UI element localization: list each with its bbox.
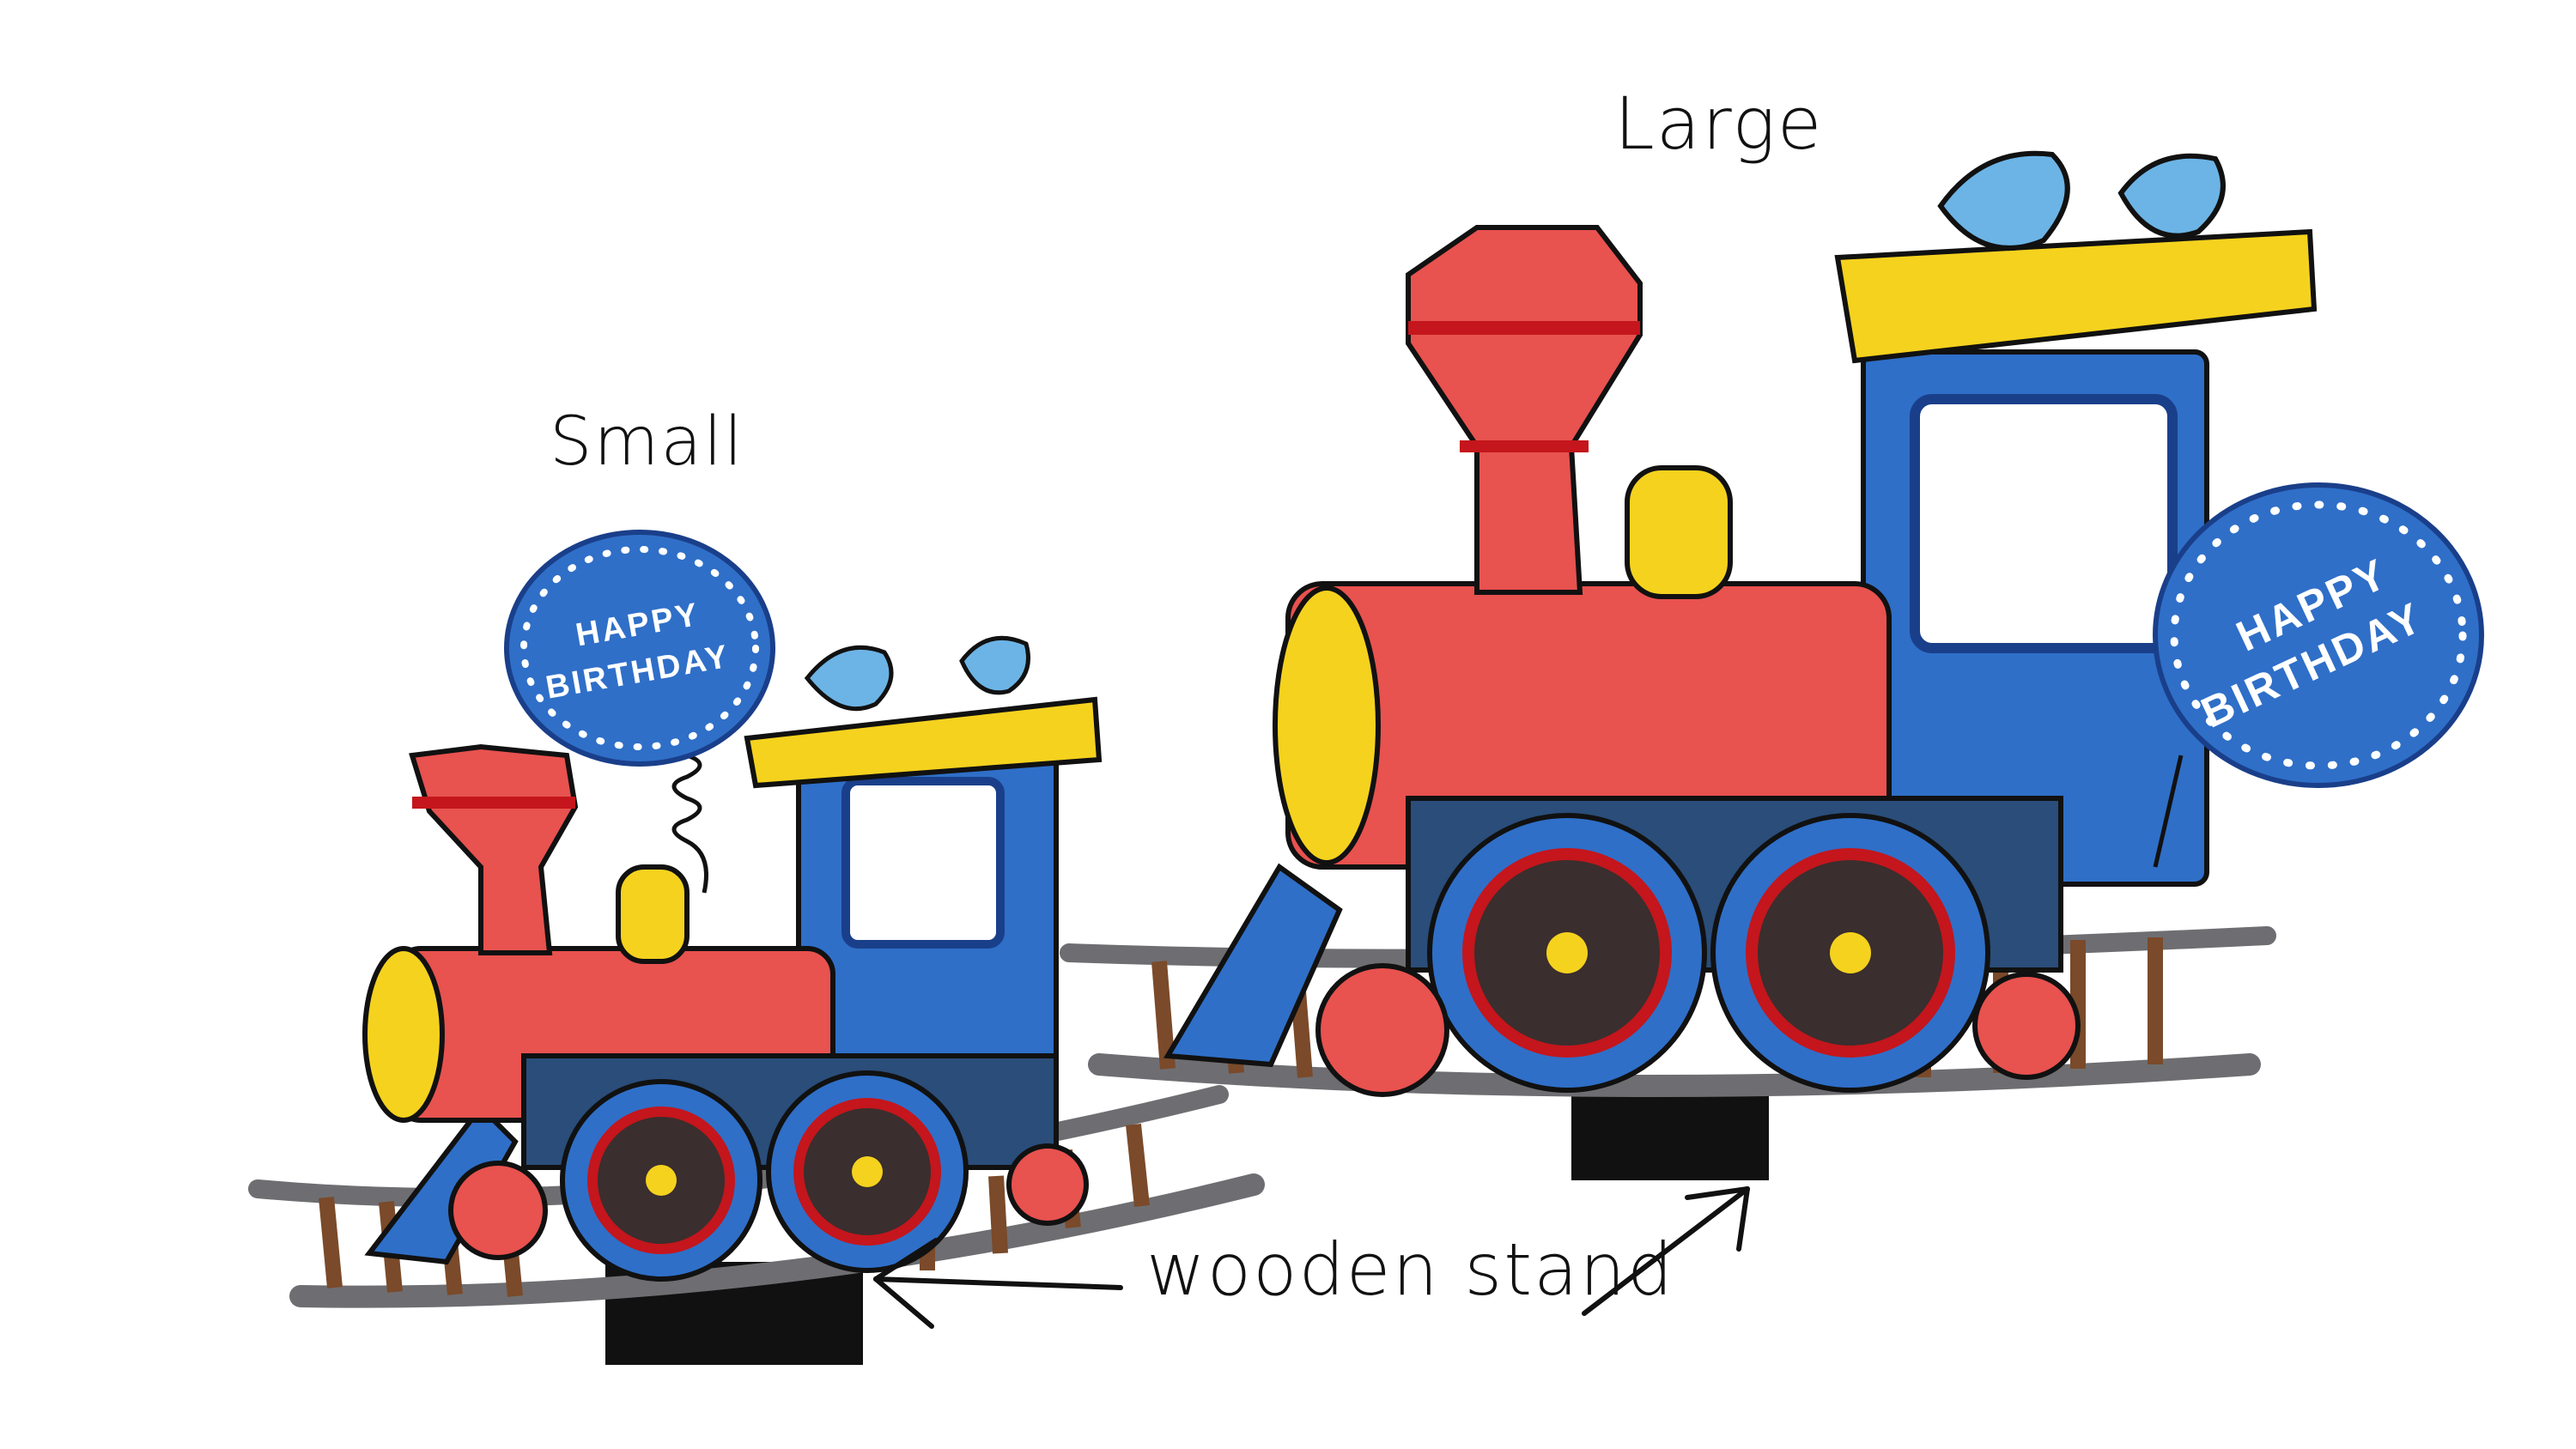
- arrow-to-large-stand: [1582, 1186, 1750, 1316]
- large-wheel-1: [1427, 813, 1707, 1093]
- small-train: HAPPY BIRTHDAY: [248, 530, 1265, 1365]
- label-small: Small: [550, 403, 744, 481]
- large-cab-window: [1910, 394, 2178, 653]
- small-cow-catcher: [364, 1103, 519, 1265]
- label-large: Large: [1614, 82, 1824, 166]
- small-wheel-1: [560, 1079, 762, 1282]
- small-bird-1: [804, 645, 894, 712]
- large-cow-catcher: [1163, 863, 1343, 1068]
- small-dome: [616, 864, 690, 964]
- large-rear-wheel: [1972, 972, 2081, 1080]
- small-boiler-front: [362, 946, 445, 1123]
- small-cab-window: [841, 777, 1005, 949]
- large-bird-1: [1937, 150, 2070, 251]
- large-dome: [1625, 465, 1733, 599]
- small-birthday-badge: HAPPY BIRTHDAY: [504, 530, 775, 767]
- large-front-wheel: [1315, 963, 1449, 1097]
- large-bird-2: [2117, 153, 2226, 239]
- small-front-wheel: [448, 1161, 548, 1260]
- large-boiler-front: [1273, 585, 1381, 865]
- large-wooden-stand: [1571, 1094, 1769, 1180]
- large-badge-stick: [2153, 755, 2184, 868]
- arrow-to-small-stand: [873, 1238, 1123, 1329]
- small-cab-roof: [744, 696, 1103, 789]
- large-birthday-badge: HAPPY BIRTHDAY: [2153, 482, 2484, 788]
- small-chimney: [409, 743, 579, 955]
- large-chimney: [1406, 225, 1643, 595]
- small-wheel-2: [766, 1070, 969, 1273]
- small-badge-spring: [671, 753, 708, 894]
- small-rear-wheel: [1006, 1143, 1089, 1226]
- large-train: HAPPY BIRTHDAY: [1060, 150, 2484, 1180]
- label-wooden-stand: wooden stand: [1146, 1228, 1675, 1312]
- large-wheel-2: [1710, 813, 1990, 1093]
- small-bird-2: [959, 635, 1030, 695]
- large-cab-roof: [1834, 228, 2318, 364]
